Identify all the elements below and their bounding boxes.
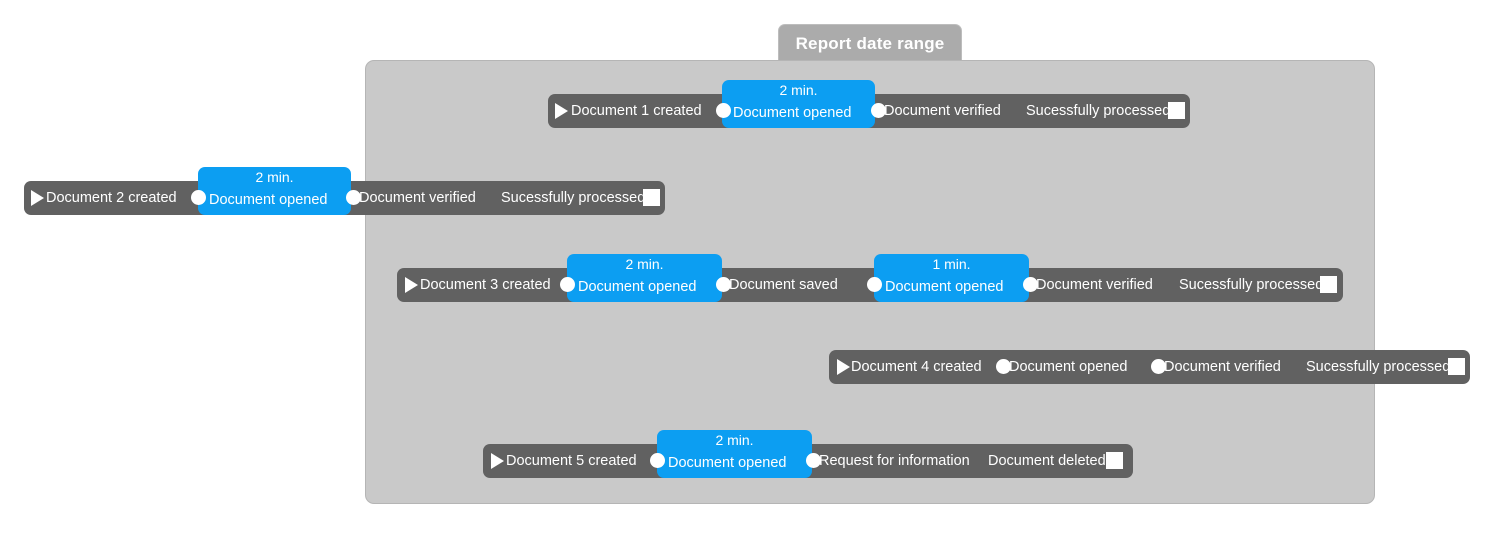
square-icon (643, 189, 660, 206)
duration-label: 2 min. (255, 169, 294, 185)
circle-icon (650, 453, 665, 468)
circle-icon (871, 103, 886, 118)
circle-icon (806, 453, 821, 468)
event-label: Document 1 created (571, 103, 702, 119)
event-label: Document 2 created (46, 190, 177, 206)
event-label: Document saved (729, 277, 838, 293)
duration-block[interactable]: 2 min. Document opened (198, 167, 351, 215)
event-label: Document opened (1009, 359, 1128, 375)
tab-label: Report date range (795, 34, 945, 53)
event-label: Document opened (668, 455, 787, 471)
circle-icon (996, 359, 1011, 374)
duration-block[interactable]: 2 min. Document opened (567, 254, 722, 302)
circle-icon (560, 277, 575, 292)
play-icon (837, 359, 850, 375)
play-icon (555, 103, 568, 119)
event-label: Document verified (359, 190, 476, 206)
event-label: Request for information (819, 453, 970, 469)
circle-icon (716, 103, 731, 118)
square-icon (1106, 452, 1123, 469)
circle-icon (716, 277, 731, 292)
event-label: Document opened (733, 105, 852, 121)
event-label: Document opened (885, 279, 1004, 295)
duration-block[interactable]: 1 min. Document opened (874, 254, 1029, 302)
event-label: Sucessfully processed (1306, 359, 1451, 375)
event-label: Document verified (1164, 359, 1281, 375)
track-bar (829, 350, 1470, 384)
circle-icon (346, 190, 361, 205)
square-icon (1168, 102, 1185, 119)
event-label: Document opened (209, 192, 328, 208)
duration-label: 1 min. (932, 256, 971, 272)
square-icon (1320, 276, 1337, 293)
event-label: Document 4 created (851, 359, 982, 375)
tab-report-date-range[interactable]: Report date range (778, 24, 962, 63)
circle-icon (1151, 359, 1166, 374)
play-icon (405, 277, 418, 293)
circle-icon (191, 190, 206, 205)
circle-icon (867, 277, 882, 292)
event-label: Sucessfully processed (501, 190, 646, 206)
event-label: Document deleted (988, 453, 1106, 469)
event-label: Document 3 created (420, 277, 551, 293)
duration-label: 2 min. (625, 256, 664, 272)
event-label: Document verified (1036, 277, 1153, 293)
play-icon (31, 190, 44, 206)
duration-block[interactable]: 2 min. Document opened (722, 80, 875, 128)
play-icon (491, 453, 504, 469)
square-icon (1448, 358, 1465, 375)
event-label: Document opened (578, 279, 697, 295)
event-label: Document 5 created (506, 453, 637, 469)
duration-label: 2 min. (715, 432, 754, 448)
duration-block[interactable]: 2 min. Document opened (657, 430, 812, 478)
circle-icon (1023, 277, 1038, 292)
event-label: Sucessfully processed (1179, 277, 1324, 293)
duration-label: 2 min. (779, 82, 818, 98)
event-label: Document verified (884, 103, 1001, 119)
event-label: Sucessfully processed (1026, 103, 1171, 119)
